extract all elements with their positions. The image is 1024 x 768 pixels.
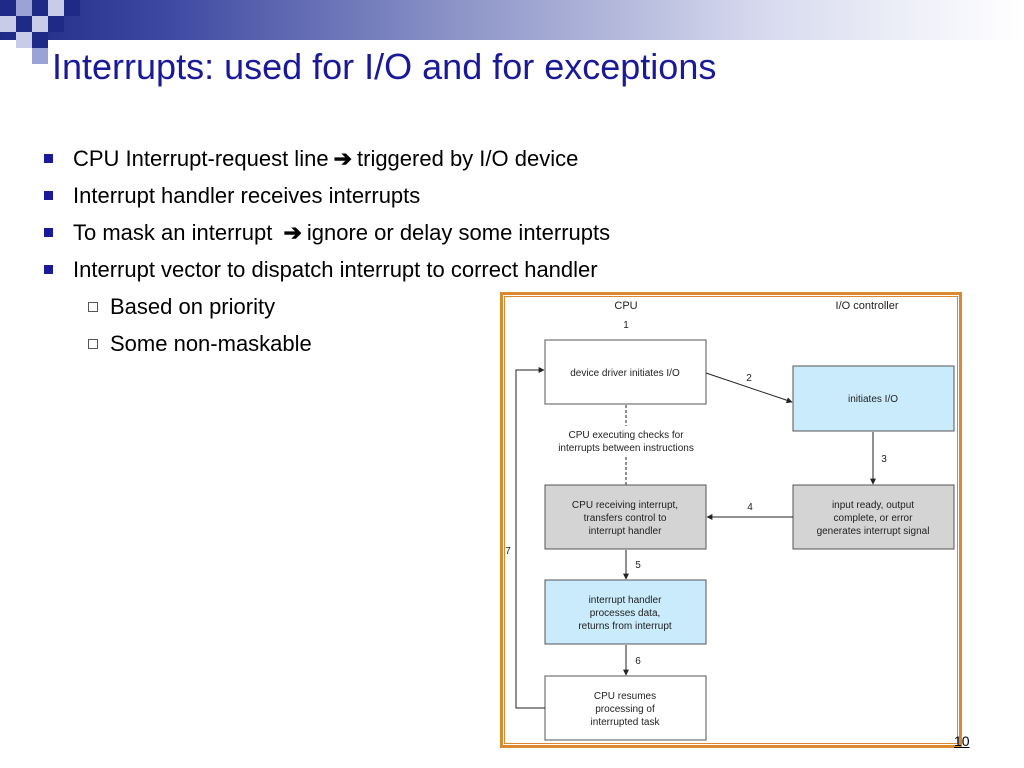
hollow-square-bullet-icon xyxy=(88,338,98,349)
sub-bullet-text: Some non-maskable xyxy=(110,330,312,356)
io-controller-column-header: I/O controller xyxy=(836,300,899,312)
cpu-receiving-label-line-3: interrupt handler xyxy=(589,526,662,537)
decorative-square xyxy=(16,16,32,32)
decorative-square xyxy=(64,0,80,16)
decorative-square xyxy=(16,0,32,16)
step-label-6: 6 xyxy=(635,656,641,667)
interrupt-cycle-diagram: CPU I/O controller 1 device driver initi… xyxy=(505,300,955,741)
decorative-square xyxy=(32,48,48,64)
interrupt-signal-label-line-3: generates interrupt signal xyxy=(817,526,930,537)
step-label-2: 2 xyxy=(746,373,752,384)
decorative-square xyxy=(0,0,16,16)
cpu-resumes-label-line-1: CPU resumes xyxy=(594,691,656,702)
cpu-receiving-label-line-2: transfers control to xyxy=(584,513,667,524)
decorative-square xyxy=(48,16,64,32)
bullet-text: CPU Interrupt-request line xyxy=(73,145,329,171)
interrupt-handler-label-line-1: interrupt handler xyxy=(589,595,662,606)
cpu-column-header: CPU xyxy=(614,300,637,312)
square-bullet-icon xyxy=(44,228,53,237)
bullet-text: To mask an interrupt xyxy=(73,219,279,245)
bullet-text: Interrupt handler receives interrupts xyxy=(73,182,421,208)
cpu-receiving-label-line-1: CPU receiving interrupt, xyxy=(572,500,678,511)
step-label-7: 7 xyxy=(505,546,511,557)
interrupt-handler-label-line-2: processes data, xyxy=(590,608,661,619)
interrupt-handler-box xyxy=(544,579,707,645)
checks-label-line-2: interrupts between instructions xyxy=(558,443,694,454)
square-bullet-icon xyxy=(44,191,53,200)
right-arrow-icon: ➔ xyxy=(333,145,352,171)
cpu-resumes-label-line-3: interrupted task xyxy=(591,717,661,728)
cpu-receiving-interrupt-box xyxy=(544,484,707,550)
bullet-text: ignore or delay some interrupts xyxy=(306,219,611,245)
decorative-square xyxy=(0,16,16,32)
step-label-1: 1 xyxy=(623,320,629,331)
bullet-text: triggered by I/O device xyxy=(357,145,579,171)
bullet-item: Interrupt handler receives interrupts xyxy=(44,177,724,214)
header-gradient-band xyxy=(0,0,1024,40)
bullet-item: CPU Interrupt-request line ➔ triggered b… xyxy=(44,140,724,177)
square-bullet-icon xyxy=(44,154,53,163)
slide-title: Interrupts: used for I/O and for excepti… xyxy=(52,46,717,87)
bullet-list: CPU Interrupt-request line ➔ triggered b… xyxy=(44,140,724,362)
initiates-io-box xyxy=(792,365,955,432)
decorative-square xyxy=(48,0,64,16)
bullet-text: Interrupt vector to dispatch interrupt t… xyxy=(73,256,598,282)
device-driver-box xyxy=(544,339,707,405)
device-driver-box-label: device driver initiates I/O xyxy=(570,368,680,379)
square-bullet-icon xyxy=(44,265,53,274)
step-label-5: 5 xyxy=(635,560,641,571)
interrupt-signal-label-line-1: input ready, output xyxy=(832,500,914,511)
sub-bullet-text: Based on priority xyxy=(110,293,276,319)
interrupt-cycle-figure: CPU I/O controller 1 device driver initi… xyxy=(500,292,962,748)
decorative-square xyxy=(16,32,32,48)
cpu-resumes-box xyxy=(544,675,707,741)
arrow-step-7-loop xyxy=(515,367,545,709)
interrupt-signal-label-line-2: complete, or error xyxy=(834,513,914,524)
right-arrow-icon: ➔ xyxy=(283,219,302,245)
arrow-step-2 xyxy=(705,372,793,404)
decorative-square xyxy=(32,32,48,48)
hollow-square-bullet-icon xyxy=(88,301,98,312)
sub-bullet-item: Some non-maskable xyxy=(44,325,724,362)
sub-bullet-item: Based on priority xyxy=(44,288,724,325)
bullet-item: To mask an interrupt ➔ ignore or delay s… xyxy=(44,214,724,251)
cpu-resumes-label-line-2: processing of xyxy=(595,704,655,715)
decorative-square xyxy=(32,16,48,32)
interrupt-signal-box xyxy=(792,484,955,550)
checks-label-line-1: CPU executing checks for xyxy=(568,430,684,441)
initiates-io-box-label: initiates I/O xyxy=(848,394,898,405)
decorative-square xyxy=(32,0,48,16)
page-number[interactable]: 10 xyxy=(954,733,970,749)
interrupt-handler-label-line-3: returns from interrupt xyxy=(578,621,672,632)
bullet-item: Interrupt vector to dispatch interrupt t… xyxy=(44,251,724,288)
step-label-4: 4 xyxy=(747,502,753,513)
step-label-3: 3 xyxy=(881,454,887,465)
